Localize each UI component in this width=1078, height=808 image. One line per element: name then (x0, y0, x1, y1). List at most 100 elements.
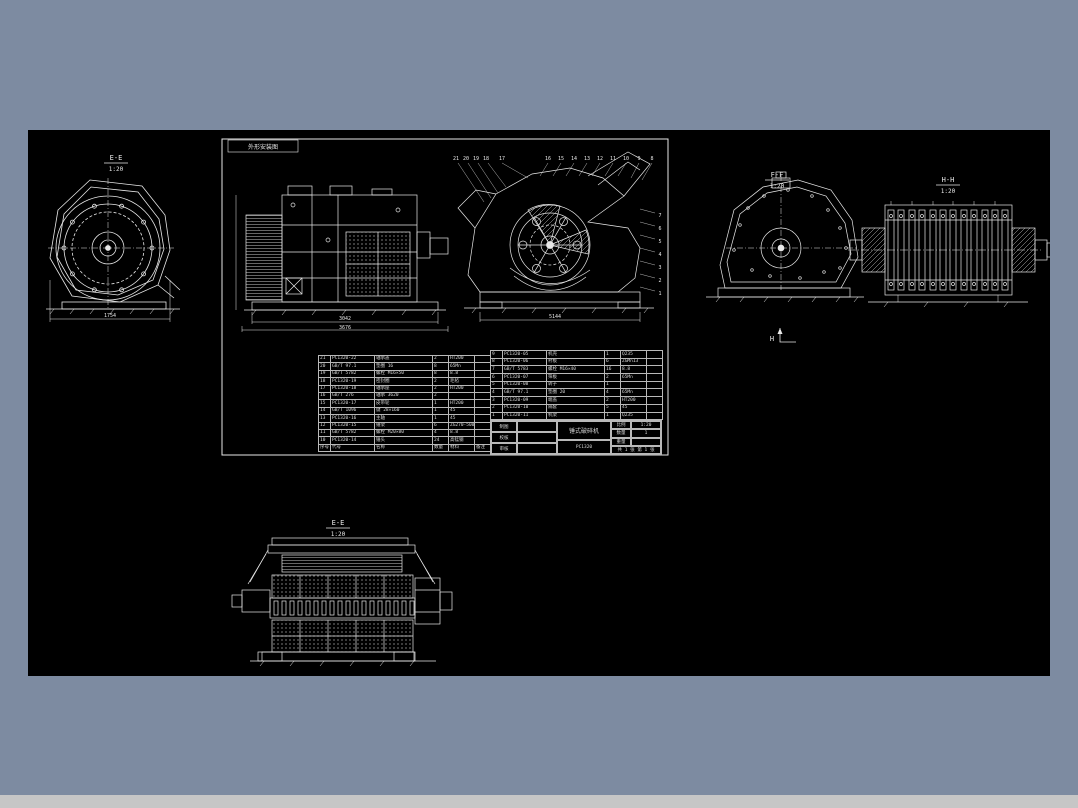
title-block-label: 校核 (491, 432, 517, 443)
table-cell: PC1320-19 (330, 377, 375, 386)
table-cell: PC1320-22 (330, 354, 375, 364)
view-ee-left-dim: 1754 (104, 313, 116, 319)
table-cell (474, 354, 491, 364)
view-hh-label: H-H (942, 176, 955, 184)
table-cell (620, 380, 647, 390)
table-cell: 8 (490, 357, 503, 367)
title-block-value (517, 432, 557, 443)
callout-top: 14 (571, 156, 577, 162)
table-cell: GB/T 5782 (330, 428, 375, 438)
weight-value (631, 437, 661, 446)
table-cell (646, 411, 663, 421)
view-ee-left-label: E-E (110, 154, 123, 162)
table-cell: 5 (604, 403, 621, 413)
scale-label: 比例 (611, 421, 631, 430)
table-cell: 键 28×160 (374, 406, 433, 416)
title-block-value (517, 421, 557, 432)
table-cell (646, 403, 663, 413)
table-cell: 8 (432, 362, 449, 371)
qty-label: 数量 (611, 429, 631, 438)
callout-top: 20 (463, 156, 469, 162)
table-cell: ZGMn13 (620, 357, 647, 367)
title-block-label: 审核 (491, 443, 517, 454)
table-cell: 6 (490, 373, 503, 382)
table-cell: 7 (490, 365, 503, 375)
table-cell: 轴承盖 (374, 354, 433, 364)
qty-value: 1 (631, 429, 661, 438)
table-cell: 24 (432, 436, 449, 445)
view-section-dim: 5144 (549, 314, 561, 320)
table-cell: 2 (432, 384, 449, 393)
drawing-frame-label: 外形安装图 (248, 143, 278, 151)
table-cell: 14 (318, 406, 331, 416)
table-cell: PC1320-18 (330, 384, 375, 393)
view-hh: H-H 1:20 (848, 176, 1050, 308)
table-cell: 1 (432, 414, 449, 423)
table-cell: 45 (448, 414, 475, 423)
table-cell: 6 (432, 421, 449, 430)
table-cell: 19 (318, 369, 331, 379)
table-cell (646, 380, 663, 390)
scale-value: 1:20 (631, 421, 661, 430)
table-cell: 8.8 (448, 428, 475, 438)
table-cell (646, 396, 663, 405)
table-cell: 备注 (474, 443, 491, 453)
view-ee-bottom-scale: 1:20 (331, 531, 346, 538)
table-cell: 材料 (448, 443, 475, 453)
table-cell (474, 414, 491, 423)
table-cell: 1 (604, 411, 621, 421)
drawing-canvas: E-E 1:20 (28, 130, 1050, 676)
table-cell: 2 (432, 354, 449, 364)
table-cell: 1 (432, 399, 449, 408)
table-cell: GB/T 97.1 (502, 388, 547, 398)
view-ff: F-F 1:20 (706, 171, 864, 303)
view-section: 21 20 19 18 17 16 15 14 13 12 11 10 9 8 … (453, 151, 662, 322)
callout-top: 8 (650, 156, 653, 162)
table-cell: 序号 (318, 443, 331, 453)
table-cell: 1 (604, 380, 621, 390)
view-ee-left-scale: 1:20 (109, 166, 124, 173)
table-cell: 12 (318, 421, 331, 430)
table-cell: GB/T 1096 (330, 406, 375, 416)
callout-top: 9 (637, 156, 640, 162)
table-cell: 4 (432, 428, 449, 438)
section-cut-marker: H (770, 328, 796, 343)
table-cell: PC1320-08 (502, 380, 547, 390)
table-cell (474, 391, 491, 401)
table-cell (474, 421, 491, 430)
table-cell (646, 357, 663, 367)
table-cell: 2 (604, 396, 621, 405)
table-cell: 皮带轮 (374, 399, 433, 408)
table-cell: HT200 (448, 399, 475, 408)
table-cell: PC1320-07 (502, 373, 547, 382)
table-cell: HT200 (620, 396, 647, 405)
callout-right: 6 (658, 226, 661, 232)
table-cell: GB/T 276 (330, 391, 375, 401)
table-cell: 主轴 (374, 414, 433, 423)
title-block-label: 制图 (491, 421, 517, 432)
table-cell: PC1320-14 (330, 436, 375, 445)
table-cell: 45 (448, 406, 475, 416)
callout-right: 2 (658, 278, 661, 284)
table-cell: 螺栓 M16×40 (546, 365, 605, 375)
table-cell: 轴承 3620 (374, 391, 433, 401)
weight-label: 重量 (611, 437, 631, 446)
table-cell (474, 428, 491, 438)
table-cell: 8.8 (448, 369, 475, 379)
table-cell: 数量 (432, 443, 449, 453)
callout-right: 1 (658, 291, 661, 297)
table-cell: Q235 (620, 411, 647, 421)
view-ee-bottom-label: E-E (332, 519, 345, 527)
title-block-info: 比例 1:20 数量 1 重量 共 1 张 第 1 张 (611, 421, 661, 454)
